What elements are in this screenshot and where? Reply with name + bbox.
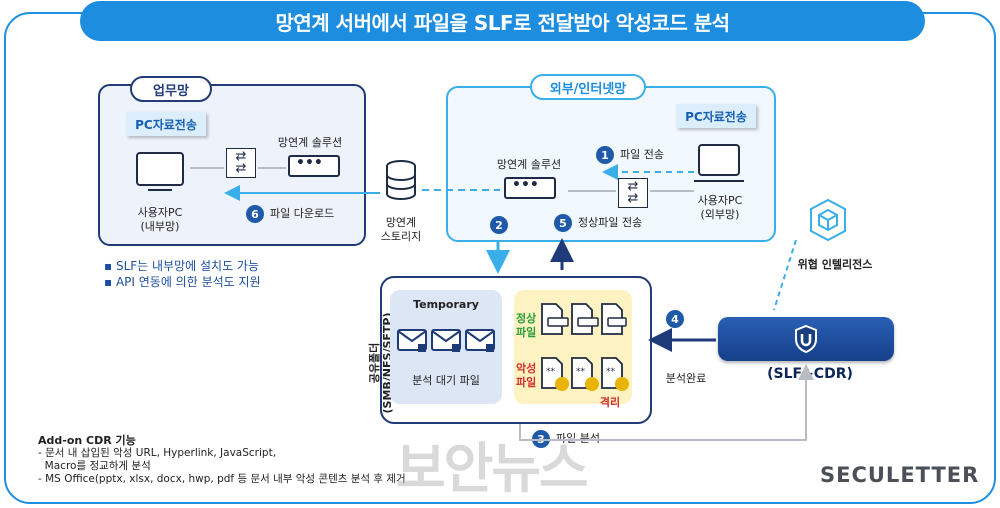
external-network-tag: 외부/인터넷망 [530,74,646,100]
addon-line-1: - 문서 내 삽입된 악성 URL, Hyperlink, JavaScript… [38,447,277,459]
svg-text:**: ** [576,367,586,377]
addon-line-3: - MS Office(pptx, xlsx, docx, hwp, pdf 등… [38,473,406,485]
malicious-files-icon: ** ** ** [541,357,629,391]
step-1-badge: 1 [596,146,614,164]
storage-icon [386,160,416,200]
pc-transfer-internal-label: PC자료전송 [126,112,206,136]
external-pc-label-2: (외부망) [700,208,740,221]
internal-pc-label-2: (내부망) [140,220,180,233]
external-solution-label: 망연계 솔루션 [496,158,562,171]
storage-label-2: 스토리지 [380,230,422,243]
pc-transfer-external-label: PC자료전송 [676,104,756,128]
step-6-badge: 6 [246,205,264,223]
addon-heading: Add-on CDR 기능 [38,434,136,447]
addon-line-2: Macro를 정교하게 분석 [38,460,151,472]
feature-bullet-list: SLF는 내부망에 설치도 가능 API 연동에 의한 분석도 지원 [104,258,261,290]
internal-pc-label-1: 사용자PC [137,206,183,219]
normal-file-label-1: 정상 [516,312,537,325]
internal-solution-label: 망연계 솔루션 [277,136,343,149]
internal-switch-icon: ⇄⇄ [226,148,256,178]
external-switch-icon: ⇄⇄ [618,178,648,208]
bullet-item: API 연동에 의한 분석도 지원 [104,274,261,290]
waiting-files-icon [397,329,495,352]
step-4-badge: 4 [666,310,684,328]
threat-intelligence-label: 위협 인텔리전스 [797,258,873,271]
shield-icon [795,324,817,354]
malicious-file-label-1: 악성 [516,362,537,375]
brand-logo: SECULETTER [820,463,980,487]
external-pc-label-1: 사용자PC [697,194,743,207]
step-2-badge: 2 [490,216,508,234]
bullet-item: SLF는 내부망에 설치도 가능 [104,258,261,274]
page-title: 망연계 서버에서 파일을 SLF로 전달받아 악성코드 분석 [80,1,925,41]
normal-files-icon [541,303,627,335]
step-5-badge: 5 [554,214,572,232]
addon-cdr-notes: Add-on CDR 기능 - 문서 내 삽입된 악성 URL, Hyperli… [38,434,406,486]
malicious-file-label-2: 파일 [516,376,537,389]
threat-intelligence-icon [810,198,846,242]
internal-pc-icon [136,152,184,186]
step-3-label: 파일 분석 [556,432,600,445]
step-6-label: 파일 다운로드 [270,207,335,220]
svg-text:**: ** [546,367,556,377]
step-5-label: 정상파일 전송 [578,216,643,229]
isolate-label: 격리 [599,396,621,409]
internal-solution-icon: ••• [288,155,340,177]
internal-network-tag: 업무망 [130,76,212,102]
normal-file-label-2: 파일 [516,326,537,339]
temporary-title: Temporary [413,298,479,311]
watermark-logo: 보안뉴스 [396,437,589,500]
svg-text:**: ** [606,367,616,377]
internal-pc-stand [148,189,172,191]
step-4-label: 분석완료 [665,372,707,385]
step-1-label: 파일 전송 [620,148,664,161]
temporary-caption: 분석 대기 파일 [412,374,480,387]
storage-label-1: 망연계 [385,216,417,229]
external-solution-icon: ••• [504,177,556,199]
external-pc-icon [698,144,740,176]
external-pc-stand [694,180,744,182]
